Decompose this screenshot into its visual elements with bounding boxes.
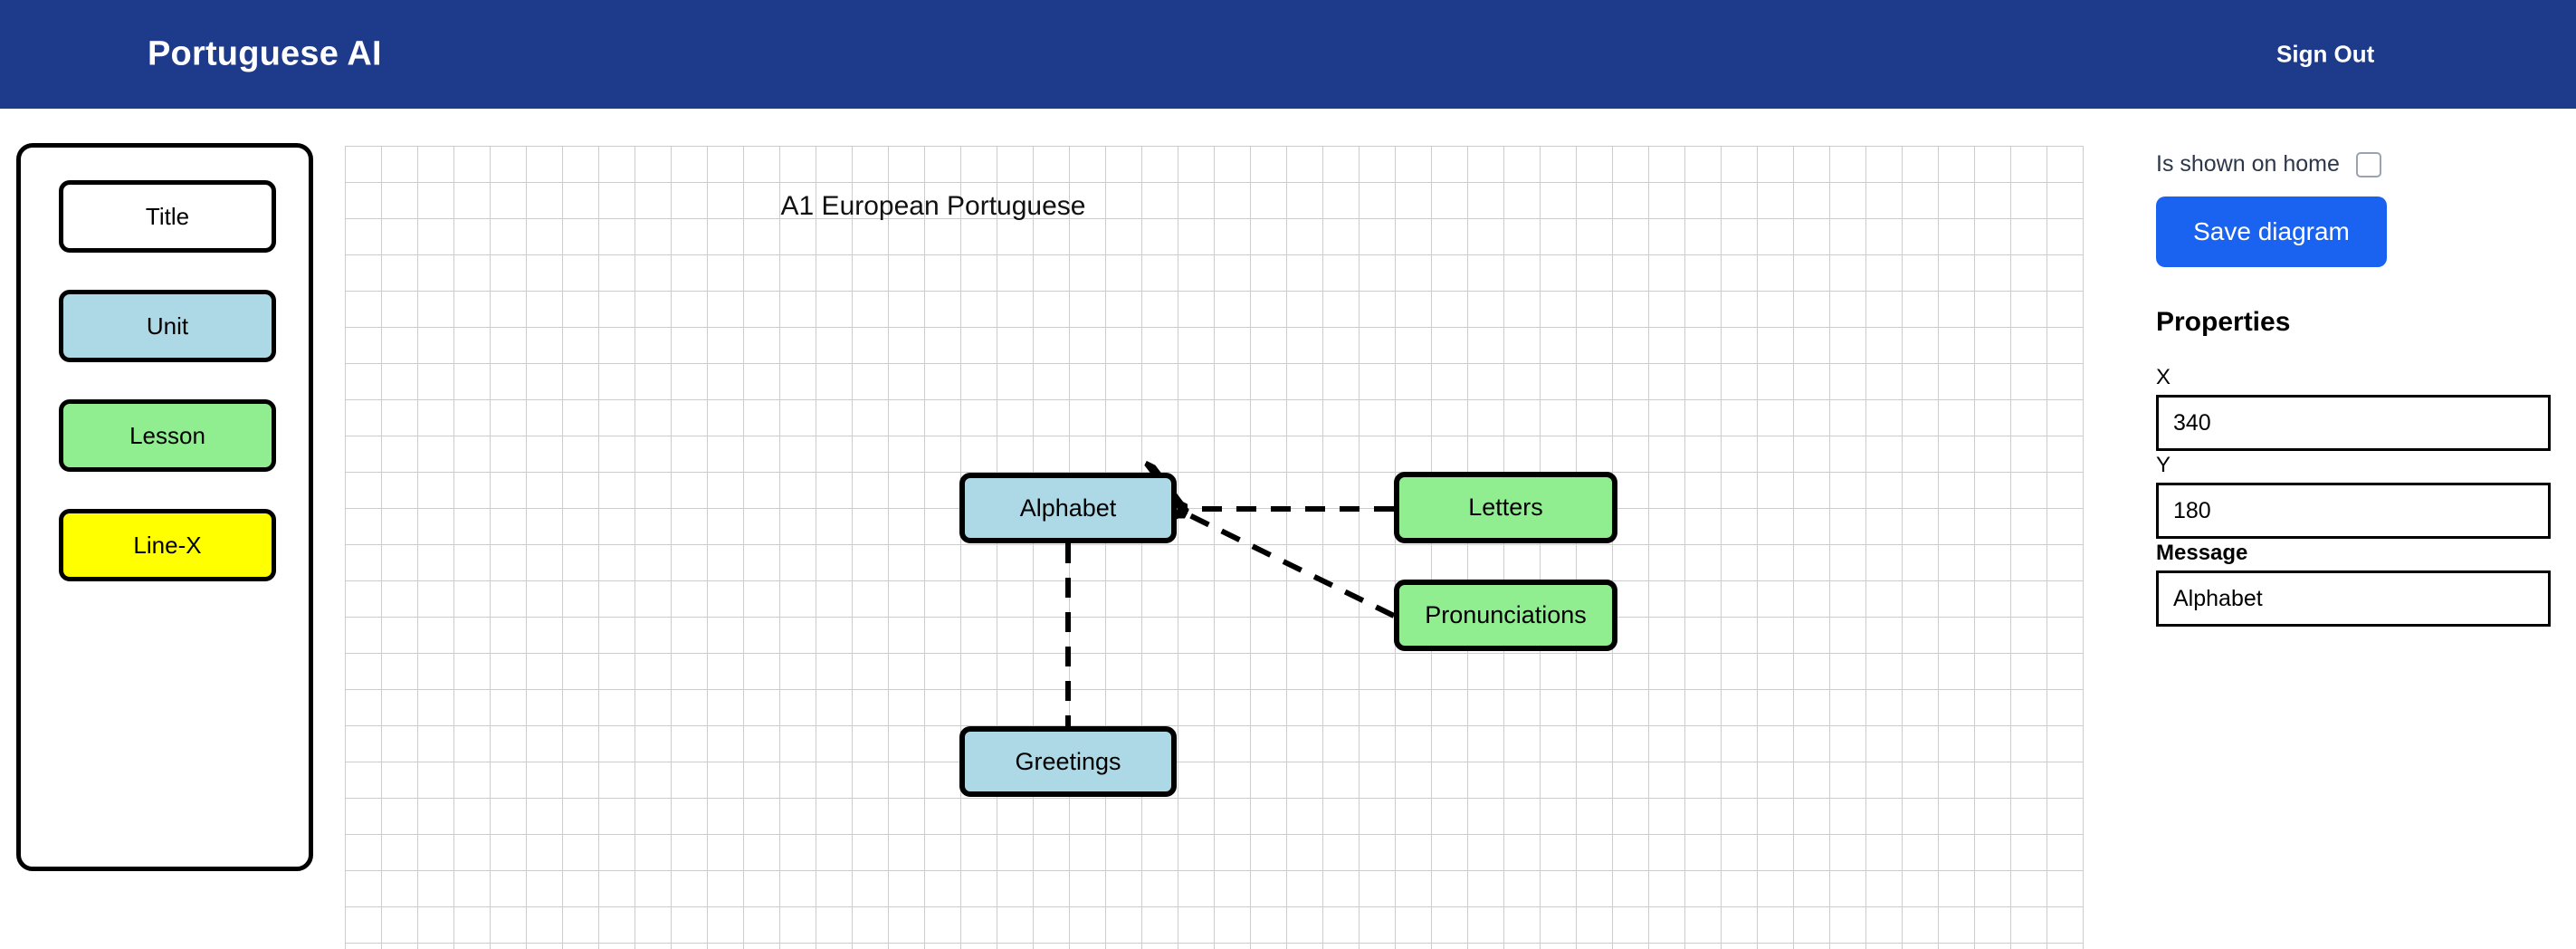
palette-item-title[interactable]: Title [59,180,276,253]
shape-palette-panel: Title Unit Lesson Line-X [16,143,313,871]
properties-panel: Is shown on home Save diagram Properties… [2156,109,2554,949]
node-label: Pronunciations [1425,601,1587,628]
edge-pronunciations-to-alphabet [1182,512,1396,618]
node-pronunciations[interactable]: Pronunciations [1394,580,1617,651]
diagram-canvas[interactable]: A1 European Portuguese Alphabet Letters … [345,146,2084,949]
palette-item-unit[interactable]: Unit [59,290,276,362]
palette-item-label: Line-X [133,531,202,559]
properties-heading: Properties [2156,307,2291,337]
app-title: Portuguese AI [148,34,382,73]
node-label: Alphabet [1019,494,1117,522]
x-field-label: X [2156,365,2171,389]
sign-out-button[interactable]: Sign Out [2276,40,2375,68]
node-greetings[interactable]: Greetings [959,726,1177,797]
shown-on-home-row: Is shown on home [2156,151,2381,177]
app-header: Portuguese AI Sign Out [0,0,2576,109]
palette-item-lesson[interactable]: Lesson [59,399,276,472]
palette-item-line-x[interactable]: Line-X [59,509,276,581]
message-field-label: Message [2156,541,2248,565]
node-label: Greetings [1015,747,1121,775]
node-letters[interactable]: Letters [1394,472,1617,543]
palette-item-label: Unit [146,312,189,340]
node-label: Letters [1468,494,1543,521]
shown-on-home-checkbox[interactable] [2355,151,2381,177]
diagram-title: A1 European Portuguese [780,191,1086,221]
y-field-label: Y [2156,453,2171,477]
node-alphabet[interactable]: Alphabet [959,473,1177,543]
y-input[interactable] [2156,483,2551,539]
save-diagram-button[interactable]: Save diagram [2156,197,2387,267]
palette-item-label: Lesson [129,421,205,449]
shown-on-home-label: Is shown on home [2156,151,2340,177]
x-input[interactable] [2156,395,2551,451]
palette-item-label: Title [145,202,190,230]
message-input[interactable] [2156,570,2551,627]
edge-layer [1065,146,1396,726]
